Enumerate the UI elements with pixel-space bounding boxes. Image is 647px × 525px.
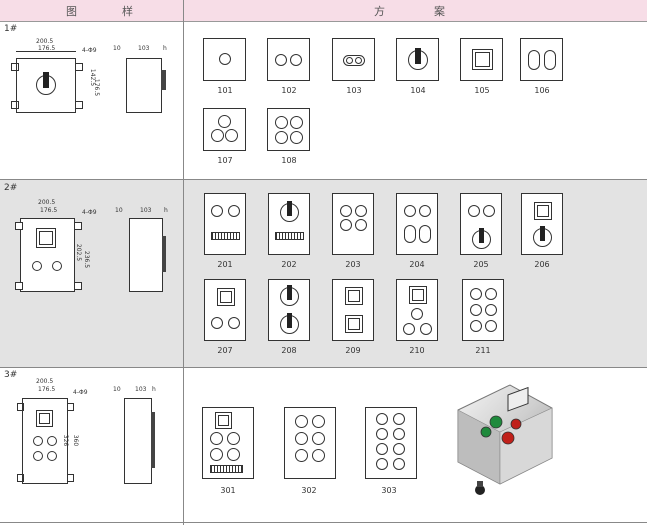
dim-side-b: 103 (138, 45, 150, 52)
dim-side-a: 10 (115, 207, 123, 214)
row-label-1: 1# (4, 24, 18, 34)
scheme-211-label: 211 (475, 346, 491, 355)
dim-holes: 4-Φ9 (73, 389, 88, 396)
scheme-201 (204, 193, 246, 255)
scheme-203 (332, 193, 374, 255)
dim-width-inner: 176.5 (38, 45, 56, 52)
scheme-203-label: 203 (345, 260, 361, 269)
scheme-303-label: 303 (381, 486, 397, 495)
scheme-301-label: 301 (220, 486, 236, 495)
dim-side-c: h (163, 45, 167, 52)
scheme-101 (203, 38, 246, 81)
dim-holes: 4-Φ9 (82, 209, 97, 216)
scheme-106 (520, 38, 563, 81)
dim-width-outer: 200.5 (36, 378, 54, 385)
scheme-104-label: 104 (410, 86, 426, 95)
scheme-103-label: 103 (346, 86, 362, 95)
scheme-206 (521, 193, 563, 255)
dim-side-a: 10 (113, 386, 121, 393)
dim-width-inner: 176.5 (38, 386, 56, 393)
scheme-206-label: 206 (534, 260, 550, 269)
product-photo (450, 380, 560, 505)
scheme-302 (284, 407, 336, 479)
dim-width-inner: 176.5 (40, 207, 58, 214)
scheme-205 (460, 193, 502, 255)
dim-height-outer: 236.5 (83, 250, 91, 269)
column-divider (183, 0, 184, 525)
scheme-101-label: 101 (217, 86, 233, 95)
scheme-207 (204, 279, 246, 341)
table-header: 图 样 方 案 (0, 0, 647, 22)
scheme-209 (332, 279, 374, 341)
row-divider-2 (0, 367, 647, 368)
dim-height-outer: 176.5 (93, 78, 101, 97)
enclosure-photo-icon (457, 384, 553, 495)
scheme-104 (396, 38, 439, 81)
header-scheme-char2: 案 (434, 5, 445, 18)
scheme-202 (268, 193, 310, 255)
row-divider-1 (0, 179, 647, 180)
scheme-205-label: 205 (473, 260, 489, 269)
enclosure-3-side (124, 398, 152, 484)
meter-icon (36, 228, 56, 248)
dim-side-c: h (152, 386, 156, 393)
scheme-207-label: 207 (217, 346, 233, 355)
scheme-202-label: 202 (281, 260, 297, 269)
dim-width-outer: 200.5 (36, 38, 54, 45)
row-label-3: 3# (4, 370, 18, 380)
scheme-103 (332, 38, 375, 81)
scheme-204-label: 204 (409, 260, 425, 269)
dim-width-outer: 200.5 (38, 199, 56, 206)
scheme-208-label: 208 (281, 346, 297, 355)
dim-height-outer: 360 (72, 434, 80, 447)
dim-side-b: 103 (140, 207, 152, 214)
header-drawing-char2: 样 (122, 5, 133, 18)
header-scheme-char1: 方 (374, 5, 385, 18)
scheme-102 (267, 38, 310, 81)
scheme-208 (268, 279, 310, 341)
dim-side-c: h (164, 207, 168, 214)
scheme-201-label: 201 (217, 260, 233, 269)
scheme-107 (203, 108, 246, 151)
scheme-301 (202, 407, 254, 479)
enclosure-2-side (129, 218, 163, 292)
scheme-108-label: 108 (281, 156, 297, 165)
scheme-107-label: 107 (217, 156, 233, 165)
scheme-209-label: 209 (345, 346, 361, 355)
dim-height-inner: 202.5 (75, 243, 83, 262)
scheme-106-label: 106 (534, 86, 550, 95)
scheme-210 (396, 279, 438, 341)
scheme-204 (396, 193, 438, 255)
scheme-210-label: 210 (409, 346, 425, 355)
meter-icon (36, 410, 53, 427)
row-divider-3 (0, 522, 647, 523)
enclosure-1-side (126, 58, 162, 113)
dim-holes: 4-Φ9 (82, 47, 97, 54)
dim-side-a: 10 (113, 45, 121, 52)
scheme-105-label: 105 (474, 86, 490, 95)
scheme-302-label: 302 (301, 486, 317, 495)
dim-side-b: 103 (135, 386, 147, 393)
scheme-102-label: 102 (281, 86, 297, 95)
scheme-303 (365, 407, 417, 479)
header-drawing-char1: 图 (66, 5, 77, 18)
scheme-211 (462, 279, 504, 341)
dim-height-inner: 326 (62, 434, 70, 447)
scheme-108 (267, 108, 310, 151)
scheme-105 (460, 38, 503, 81)
row-label-2: 2# (4, 183, 18, 193)
